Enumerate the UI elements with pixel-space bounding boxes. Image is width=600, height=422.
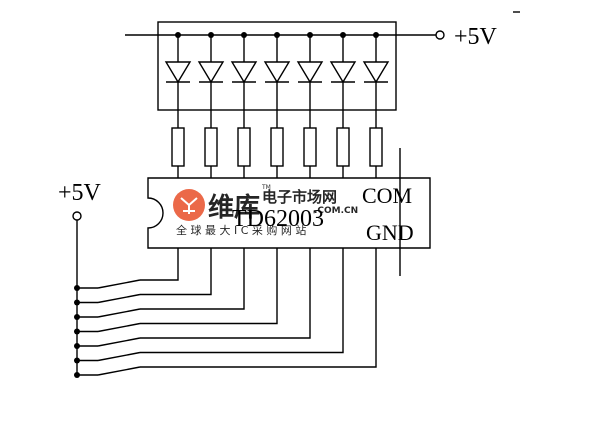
led-diode-icon <box>197 61 225 84</box>
resistor <box>237 127 251 167</box>
input-wire <box>140 248 212 296</box>
switch-blade <box>97 351 141 362</box>
resistor <box>270 127 284 167</box>
chip-body-outline <box>147 177 431 249</box>
watermark-slogan: 全 球 最 大 I C 采 购 网 站 <box>176 223 306 237</box>
resistor <box>303 127 317 167</box>
switch-blade <box>97 293 141 304</box>
watermark-brand: 维库 <box>208 192 260 223</box>
switch-6 <box>74 248 344 364</box>
switch-1 <box>74 248 179 291</box>
led-diode-icon <box>263 61 291 84</box>
switch-4 <box>74 248 278 335</box>
input-wire <box>140 248 245 310</box>
switch-5 <box>74 248 311 349</box>
led-diode-icon <box>362 61 390 84</box>
driver-chip <box>147 148 431 276</box>
resistor <box>369 127 383 167</box>
input-wire <box>140 248 377 368</box>
led-diode-icon <box>296 61 324 84</box>
left-supply-terminal <box>72 211 82 221</box>
switch-blade <box>97 337 141 347</box>
left-supply-label: +5V <box>58 180 102 206</box>
top-supply-label: +5V <box>454 24 498 50</box>
channel-6 <box>329 32 357 178</box>
resistor <box>336 127 350 167</box>
switch-blade <box>97 322 141 333</box>
led-diode-icon <box>230 61 258 84</box>
switch-3 <box>74 248 245 320</box>
channel-3 <box>230 32 258 178</box>
switch-2 <box>74 248 212 306</box>
input-wire <box>140 248 344 354</box>
channel-4 <box>263 32 291 178</box>
channel-7 <box>362 32 390 178</box>
switch-blade <box>97 279 141 289</box>
gnd-pin-label: GND <box>366 220 414 245</box>
top-supply-terminal <box>435 30 445 40</box>
led-resistor-array <box>164 32 390 178</box>
switch-bank <box>74 220 377 378</box>
watermark-site: .COM.CN <box>314 206 358 216</box>
channel-2 <box>197 32 225 178</box>
led-diode-icon <box>164 61 192 84</box>
watermark-logo: 维库 电子市场网 TM .COM.CN 全 球 最 大 I C 采 购 网 站 <box>173 184 358 237</box>
chip-label: TD62003 <box>232 206 324 232</box>
channel-1 <box>164 32 192 178</box>
switch-blade <box>97 366 141 376</box>
channel-5 <box>296 32 324 178</box>
com-pin-label: COM <box>362 183 412 208</box>
switch-blade <box>97 308 141 318</box>
input-wire <box>140 248 278 325</box>
switch-7 <box>74 248 377 378</box>
resistor <box>171 127 185 167</box>
led-diode-icon <box>329 61 357 84</box>
input-wire <box>140 248 311 339</box>
input-wire <box>140 248 179 281</box>
watermark-tm: TM <box>261 184 271 191</box>
watermark-tagline: 电子市场网 <box>262 188 337 206</box>
resistor <box>204 127 218 167</box>
